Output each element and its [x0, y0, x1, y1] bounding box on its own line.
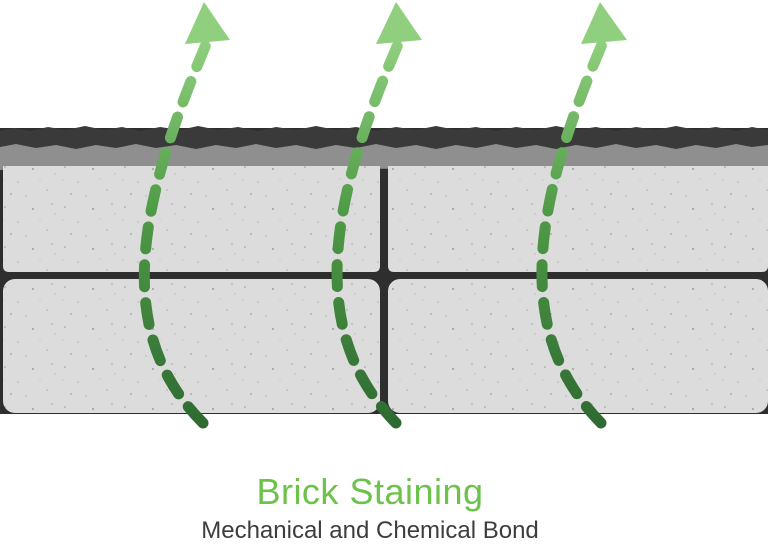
brick-bottom-left	[3, 279, 380, 413]
brick-staining-diagram	[0, 2, 768, 429]
diagram-subtitle: Mechanical and Chemical Bond	[201, 517, 539, 544]
brick-top-left	[3, 166, 380, 272]
arrowhead-up-icon	[581, 2, 627, 44]
brick-top-right	[388, 166, 768, 272]
stain-arrow-right	[536, 2, 627, 429]
diagram-title: Brick Staining	[256, 471, 484, 512]
stain-arrow-middle	[331, 2, 422, 429]
stain-arrow-left	[138, 2, 230, 429]
arrowhead-up-icon	[376, 2, 422, 44]
arrowhead-up-icon	[185, 2, 230, 44]
brick-bottom-right	[388, 279, 768, 413]
surface-coating	[0, 126, 768, 149]
